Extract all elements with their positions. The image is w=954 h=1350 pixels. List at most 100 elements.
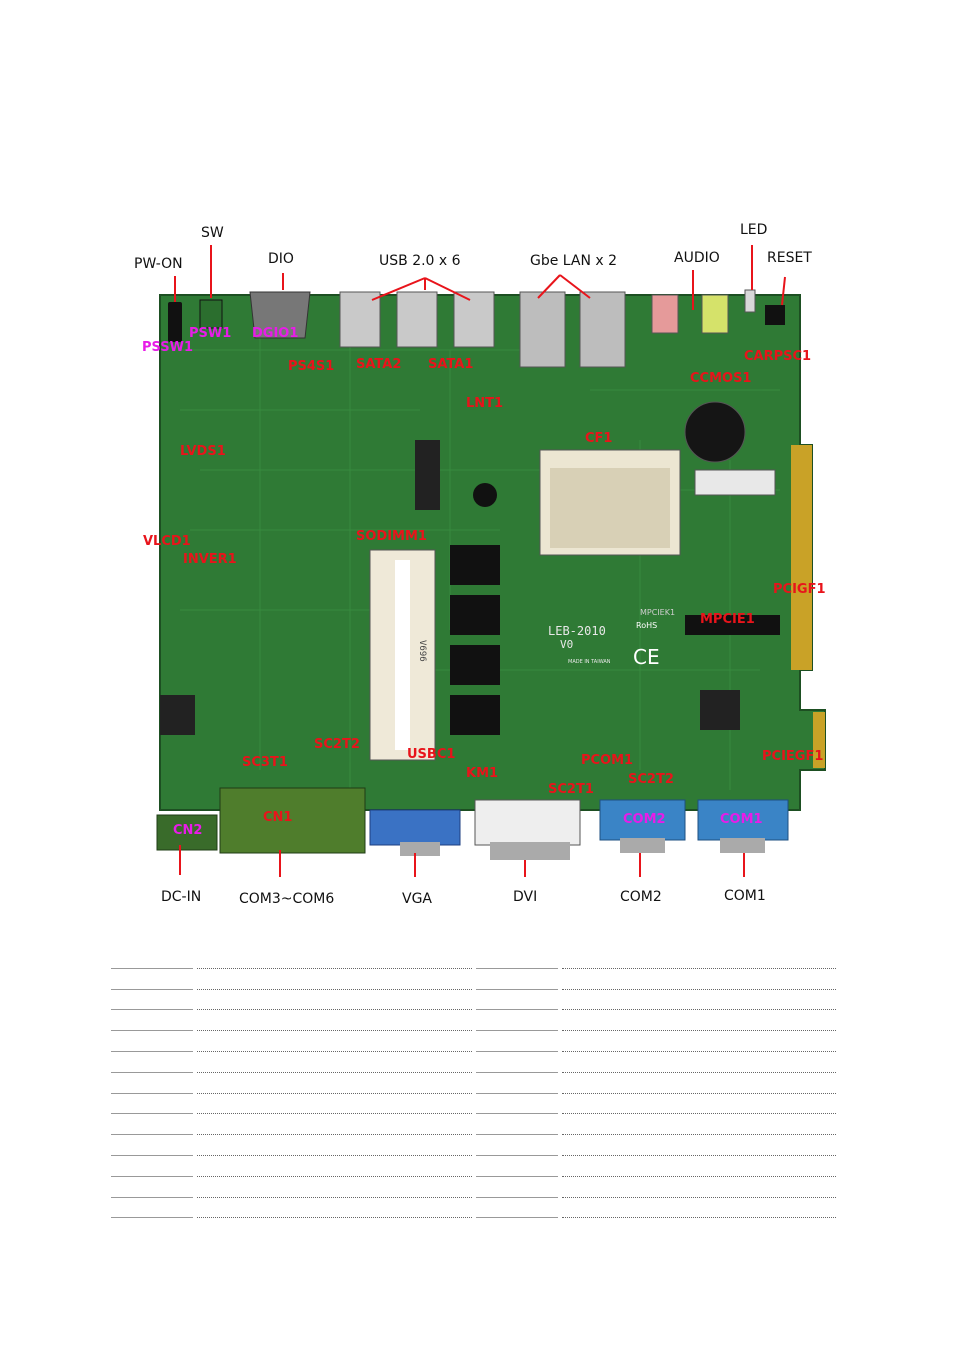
chip-round bbox=[473, 483, 497, 507]
callout-reset: RESET bbox=[767, 250, 812, 266]
table-cell-line bbox=[476, 1196, 558, 1198]
table-cell-line bbox=[111, 1050, 193, 1052]
table-cell-line bbox=[562, 1154, 836, 1156]
table-cell-line bbox=[111, 1175, 193, 1177]
table-cell-line bbox=[562, 1030, 836, 1032]
pcie-gold-fingers bbox=[813, 712, 825, 768]
usb-port-2 bbox=[396, 291, 438, 348]
label-km1: KM1 bbox=[466, 766, 498, 781]
table-cell-line bbox=[476, 1092, 558, 1094]
table-cell-line bbox=[197, 1134, 472, 1136]
board-model-text: LEB-2010 bbox=[548, 624, 606, 638]
sodimm-slot-inner bbox=[395, 560, 410, 750]
label-pcigf1: PCIGF1 bbox=[773, 582, 826, 597]
table-cell-line bbox=[476, 1030, 558, 1032]
callout-vga: VGA bbox=[402, 891, 432, 907]
label-lvds1: LVDS1 bbox=[180, 444, 226, 459]
reset-button bbox=[765, 305, 785, 325]
table-cell-line bbox=[562, 1196, 836, 1198]
table-cell-line bbox=[476, 1175, 558, 1177]
mpciek-silk-text: MPCIEK1 bbox=[640, 608, 675, 617]
label-sata1: SATA1 bbox=[428, 357, 473, 372]
callout-led: LED bbox=[740, 222, 767, 238]
callout-com3-com6: COM3~COM6 bbox=[239, 891, 334, 907]
table-cell-line bbox=[476, 1134, 558, 1136]
table-cell-line bbox=[562, 1009, 836, 1011]
led-component bbox=[744, 289, 756, 313]
com2-plug bbox=[620, 838, 665, 853]
callout-pw-on: PW-ON bbox=[134, 256, 183, 272]
table-cell-line bbox=[197, 1196, 472, 1198]
table-cell-line bbox=[197, 1050, 472, 1052]
table-cell-line bbox=[197, 1009, 472, 1011]
label-mpcie1: MPCIE1 bbox=[700, 612, 755, 627]
label-cn2: CN2 bbox=[173, 823, 202, 838]
cmos-battery bbox=[684, 401, 746, 463]
connector-table bbox=[111, 948, 840, 1219]
table-cell-line bbox=[111, 988, 193, 990]
table-cell-line bbox=[562, 1217, 836, 1219]
table-row bbox=[111, 1135, 840, 1156]
table-cell-line bbox=[562, 1134, 836, 1136]
table-cell-line bbox=[197, 988, 472, 990]
callout-com1: COM1 bbox=[724, 888, 766, 904]
usb-port-1 bbox=[339, 291, 381, 348]
label-carpsc1: CARPSC1 bbox=[744, 349, 811, 364]
table-cell-line bbox=[111, 1154, 193, 1156]
label-ps4s1: PS4S1 bbox=[288, 359, 334, 374]
table-row bbox=[111, 1177, 840, 1198]
dvi-plug bbox=[490, 842, 570, 860]
table-cell-line bbox=[111, 1196, 193, 1198]
callout-usb: USB 2.0 x 6 bbox=[379, 253, 461, 269]
table-row bbox=[111, 969, 840, 990]
table-row bbox=[111, 1114, 840, 1136]
label-inver1: INVER1 bbox=[183, 552, 237, 567]
table-cell-line bbox=[111, 1030, 193, 1032]
cn1-connector bbox=[219, 787, 366, 854]
label-sc2t2-left: SC2T2 bbox=[314, 737, 360, 752]
label-vlcd1: VLCD1 bbox=[143, 534, 191, 549]
table-cell-line bbox=[562, 1071, 836, 1073]
mpcie-slot bbox=[685, 615, 780, 635]
label-lnt1: LNT1 bbox=[466, 396, 503, 411]
table-cell-line bbox=[562, 1113, 836, 1115]
table-cell-line bbox=[476, 1154, 558, 1156]
label-cf1: CF1 bbox=[585, 431, 612, 446]
label-cn1: CN1 bbox=[263, 810, 292, 825]
dio-connector bbox=[249, 291, 311, 339]
label-sc3t1: SC3T1 bbox=[242, 755, 288, 770]
label-sodimm1: SODIMM1 bbox=[356, 529, 427, 544]
audio-jack-pink bbox=[651, 294, 679, 334]
callout-sw: SW bbox=[201, 225, 224, 241]
table-row bbox=[111, 1073, 840, 1094]
ram-chip-4 bbox=[450, 695, 500, 735]
com1-plug bbox=[720, 838, 765, 853]
table-cell-line bbox=[111, 1113, 193, 1115]
table-cell-line bbox=[562, 988, 836, 990]
dvi-connector bbox=[474, 799, 581, 846]
sodimm-silk-text: V696 bbox=[417, 640, 427, 662]
table-row bbox=[111, 1198, 840, 1219]
chip-a bbox=[415, 440, 440, 510]
sw-switch bbox=[199, 299, 223, 329]
table-row bbox=[111, 1156, 840, 1177]
table-cell-line bbox=[197, 1154, 472, 1156]
table-cell-line bbox=[111, 1009, 193, 1011]
label-pcom1: PCOM1 bbox=[581, 753, 633, 768]
table-cell-line bbox=[197, 1092, 472, 1094]
table-cell-line bbox=[111, 1134, 193, 1136]
label-sc2t1: SC2T1 bbox=[548, 782, 594, 797]
table-cell-line bbox=[476, 1009, 558, 1011]
sim-slot bbox=[694, 469, 776, 496]
made-in-text: MADE IN TAIWAN bbox=[568, 659, 611, 665]
ce-mark: CE bbox=[633, 645, 660, 669]
table-row bbox=[111, 990, 840, 1011]
label-ccmos1: CCMOS1 bbox=[690, 371, 751, 386]
table-cell-line bbox=[476, 1217, 558, 1219]
motherboard-photo: LEB-2010 V0 MADE IN TAIWAN MPCIEK1 RoHS … bbox=[134, 222, 826, 907]
callout-gbe-lan: Gbe LAN x 2 bbox=[530, 253, 617, 269]
label-psw1: PSW1 bbox=[189, 326, 231, 341]
callout-dc-in: DC-IN bbox=[161, 889, 201, 905]
label-pciegf1: PCIEGF1 bbox=[762, 749, 823, 764]
lan-port-2 bbox=[579, 291, 626, 368]
